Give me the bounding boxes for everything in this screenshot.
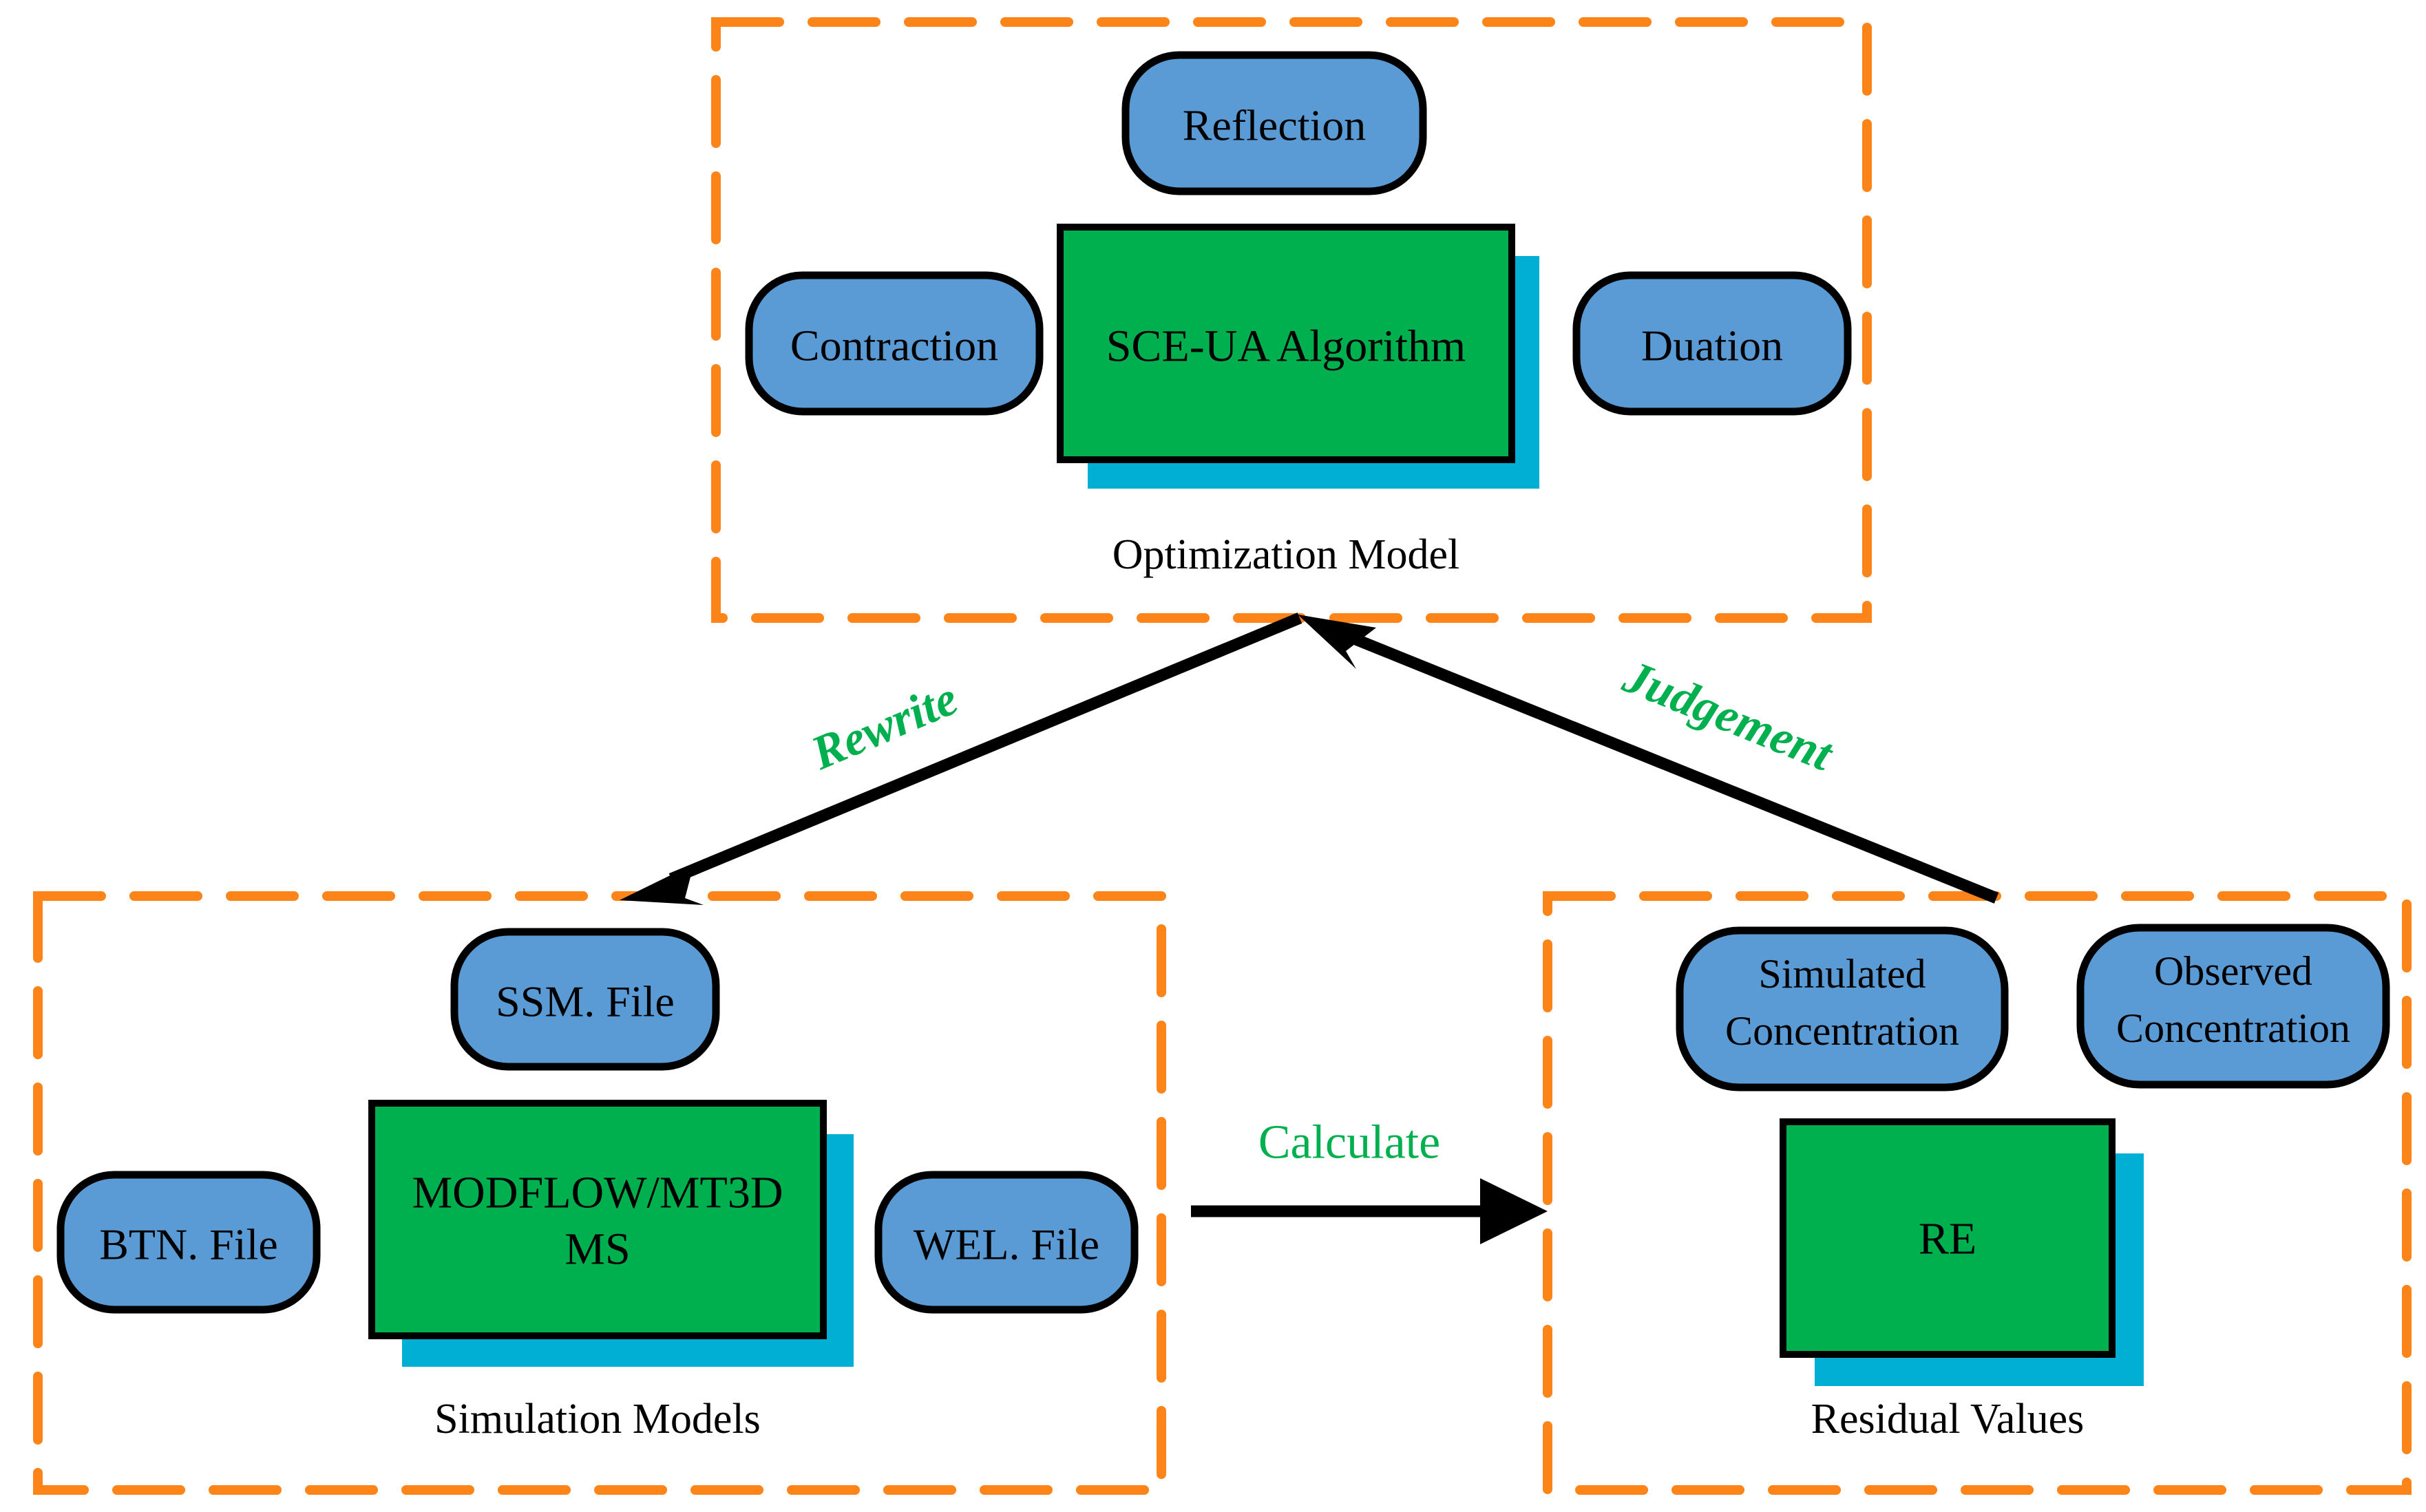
edge-arrowhead-rewrite	[620, 864, 704, 905]
pill-label-btn-file: BTN. File	[99, 1220, 278, 1269]
pill-label-reflection: Reflection	[1183, 101, 1367, 150]
pill-contraction[interactable]	[745, 271, 1044, 416]
pill-ssm-file[interactable]	[450, 928, 720, 1071]
pill-label-contraction: Contraction	[790, 321, 998, 370]
pill-label-simulated-concentration-line2: Concentration	[1725, 1008, 1959, 1054]
slab-label-re: RE	[1919, 1214, 1976, 1264]
slab-sce-ua[interactable]	[1057, 224, 1515, 463]
panel-simulation-models: MODFLOW/MT3D MS SSM. File BTN. File WEL.…	[33, 891, 1166, 1495]
edge-label-calculate: Calculate	[1258, 1116, 1440, 1169]
slab-label-modflow-line1: MODFLOW/MT3D	[412, 1168, 783, 1218]
pill-label-observed-concentration-line2: Concentration	[2116, 1005, 2350, 1051]
slab-modflow[interactable]	[368, 1100, 827, 1339]
slab-re[interactable]	[1780, 1118, 2116, 1358]
pill-reflection[interactable]	[1121, 51, 1427, 195]
pill-duation[interactable]	[1572, 271, 1852, 416]
pill-label-wel-file: WEL. File	[914, 1220, 1099, 1269]
slab-label-modflow-line2: MS	[565, 1224, 630, 1275]
edge-calculate: Calculate	[1191, 1116, 1548, 1244]
pill-wel-file[interactable]	[874, 1171, 1139, 1314]
edge-arrowhead-judgement	[1298, 615, 1376, 669]
edge-line-rewrite	[668, 613, 1302, 884]
panel-residual-values: RE Simulated Concentration Observed Conc…	[1543, 891, 2412, 1495]
edge-arrowhead-calculate	[1480, 1178, 1548, 1244]
panel-border-simulation-models	[33, 891, 1166, 1495]
panel-caption-simulation-models: Simulation Models	[434, 1396, 761, 1442]
pill-simulated-concentration[interactable]	[1676, 926, 2009, 1092]
pill-observed-concentration[interactable]	[2076, 924, 2390, 1089]
panel-caption-residual-values: Residual Values	[1811, 1396, 2085, 1442]
edge-rewrite: Rewrite	[620, 613, 1302, 905]
pill-label-duation: Duation	[1641, 321, 1783, 370]
edge-judgement: Judgement	[1298, 615, 1999, 904]
slab-label-sce-ua: SCE-UA Algorithm	[1106, 321, 1466, 372]
pill-label-ssm-file: SSM. File	[496, 977, 675, 1026]
panel-caption-optimization-model: Optimization Model	[1112, 531, 1460, 578]
pill-label-observed-concentration-line1: Observed	[2154, 948, 2312, 994]
panel-optimization-model: SCE-UA Algorithm Reflection Contraction …	[711, 17, 1872, 623]
pill-btn-file[interactable]	[56, 1171, 321, 1314]
edge-line-judgement	[1334, 626, 1999, 904]
pill-label-simulated-concentration-line1: Simulated	[1758, 951, 1926, 997]
